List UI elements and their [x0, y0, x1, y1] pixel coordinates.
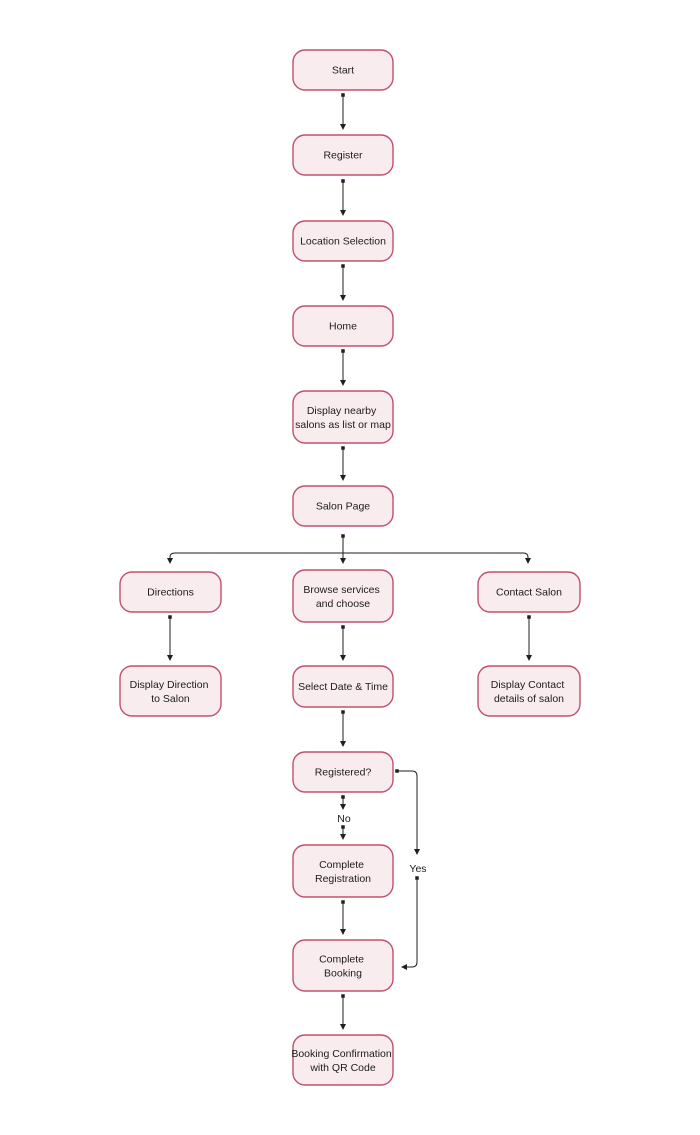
node-salon-page-box: [292, 485, 394, 527]
node-booking-confirmation: Booking Confirmation with QR Code: [291, 1034, 394, 1086]
label-line-1: Complete: [319, 859, 364, 871]
node-select-date-time-label: Select Date & Time: [298, 681, 388, 693]
node-display-nearby-box: [292, 390, 394, 444]
label-line-1: Complete: [319, 954, 364, 966]
edge-salonpage-directions: [167, 552, 343, 564]
edge-label-no: No: [337, 813, 351, 825]
node-directions-label: Directions: [147, 587, 194, 599]
node-location-selection-box: [292, 220, 394, 262]
label-line-2: salons as list or map: [295, 419, 391, 431]
node-select-date-time-box: [292, 665, 394, 708]
node-directions-box: [119, 571, 222, 613]
node-display-contact-box: [477, 665, 581, 717]
node-registered: Registered?: [292, 751, 394, 793]
node-contact-salon-box: [477, 571, 581, 613]
label-line-1: Browse services: [303, 584, 379, 596]
edge-label-yes: Yes: [409, 863, 426, 875]
node-home: Home: [292, 305, 394, 347]
node-complete-booking: Complete Booking: [292, 939, 394, 992]
node-complete-booking-box: [292, 939, 394, 992]
node-registered-label: Registered?: [315, 767, 372, 779]
node-complete-booking-label: Complete Booking: [319, 954, 367, 980]
label-line-2: details of salon: [494, 693, 564, 705]
node-contact-salon-label: Contact Salon: [496, 587, 562, 599]
edge-salonpage-contact: [343, 552, 531, 564]
label-line-1: Display Contact: [491, 679, 565, 691]
node-complete-registration: Complete Registration: [292, 844, 394, 898]
node-salon-page-label: Salon Page: [316, 501, 370, 513]
label-line-2: Booking: [324, 968, 362, 980]
node-display-contact-label: Display Contact details of salon: [491, 679, 567, 705]
label-line-1: Booking Confirmation: [291, 1048, 392, 1060]
node-select-date-time: Select Date & Time: [292, 665, 394, 708]
node-booking-confirmation-label: Booking Confirmation with QR Code: [291, 1048, 394, 1074]
node-display-direction-label: Display Direction to Salon: [130, 679, 212, 705]
node-browse-services-label: Browse services and choose: [303, 584, 382, 610]
node-home-label: Home: [329, 321, 357, 333]
node-display-direction-box: [119, 665, 222, 717]
node-registered-box: [292, 751, 394, 793]
node-start-box: [292, 49, 394, 91]
edge-registered-yes-upper: [395, 769, 420, 855]
label-line-2: and choose: [316, 598, 370, 610]
label-line-2: Registration: [315, 873, 371, 885]
node-display-nearby-label: Display nearby salons as list or map: [295, 405, 391, 431]
node-salon-page: Salon Page: [292, 485, 394, 527]
label-line-2: to Salon: [151, 693, 190, 705]
node-location-selection: Location Selection: [292, 220, 394, 262]
node-complete-registration-label: Complete Registration: [315, 859, 371, 885]
connectors: [167, 93, 532, 1030]
label-line-1: Display Direction: [130, 679, 209, 691]
node-directions: Directions: [119, 571, 222, 613]
node-home-box: [292, 305, 394, 347]
node-browse-services-box: [292, 569, 394, 623]
node-register-label: Register: [323, 150, 363, 162]
label-line-1: Display nearby: [307, 405, 377, 417]
label-line-2: with QR Code: [309, 1062, 376, 1074]
edge-yes-completebooking-lower: [401, 876, 419, 970]
node-display-contact: Display Contact details of salon: [477, 665, 581, 717]
node-contact-salon: Contact Salon: [477, 571, 581, 613]
node-start-label: Start: [332, 65, 354, 77]
node-display-nearby: Display nearby salons as list or map: [292, 390, 394, 444]
node-complete-registration-box: [292, 844, 394, 898]
node-register-box: [292, 134, 394, 176]
node-browse-services: Browse services and choose: [292, 569, 394, 623]
node-location-selection-label: Location Selection: [300, 236, 386, 248]
node-booking-confirmation-box: [292, 1034, 394, 1086]
node-start: Start: [292, 49, 394, 91]
node-register: Register: [292, 134, 394, 176]
node-display-direction: Display Direction to Salon: [119, 665, 222, 717]
